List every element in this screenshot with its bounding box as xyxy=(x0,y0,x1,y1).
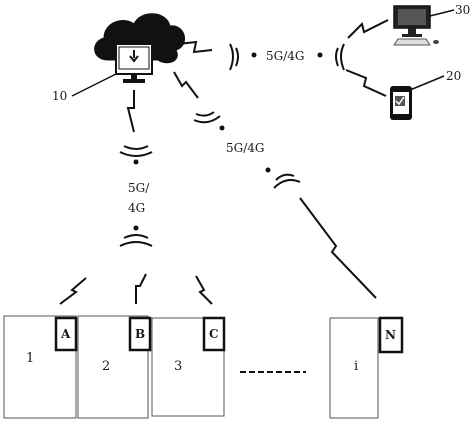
wireless-link-diagonal xyxy=(173,71,377,299)
cloud-server-icon xyxy=(94,13,185,83)
wireless-link-right xyxy=(177,19,389,97)
label-link-vertical-2: 4G xyxy=(128,201,145,215)
signal-bolts xyxy=(59,273,213,305)
module-c: C xyxy=(202,316,226,352)
label-link-vertical-1: 5G/ xyxy=(128,181,150,195)
desktop-computer-icon xyxy=(393,5,439,46)
leader-line-30 xyxy=(429,9,455,17)
cabinet-i-number: i xyxy=(354,359,358,374)
label-10: 10 xyxy=(52,89,67,103)
cabinet-3-number: 3 xyxy=(174,359,182,374)
leader-line-20 xyxy=(409,75,445,91)
cabinet-2-number: 2 xyxy=(102,359,110,374)
module-n: N xyxy=(378,316,404,354)
cabinet-i: i xyxy=(329,317,379,419)
module-n-label: N xyxy=(385,328,396,342)
leader-line-10 xyxy=(71,73,117,97)
label-link-right: 5G/4G xyxy=(266,49,304,63)
cabinet-1-number: 1 xyxy=(26,351,34,366)
label-20: 20 xyxy=(446,69,461,83)
smartphone-icon xyxy=(390,86,412,120)
module-a-label: A xyxy=(60,327,71,341)
wireless-link-vertical xyxy=(119,90,153,247)
label-30: 30 xyxy=(455,3,470,17)
label-link-diagonal: 5G/4G xyxy=(226,141,264,155)
module-a: A xyxy=(54,316,78,352)
cabinet-2: 2 xyxy=(77,315,149,419)
module-b-label: B xyxy=(135,327,145,341)
module-c-label: C xyxy=(209,327,219,341)
module-b: B xyxy=(128,316,152,352)
